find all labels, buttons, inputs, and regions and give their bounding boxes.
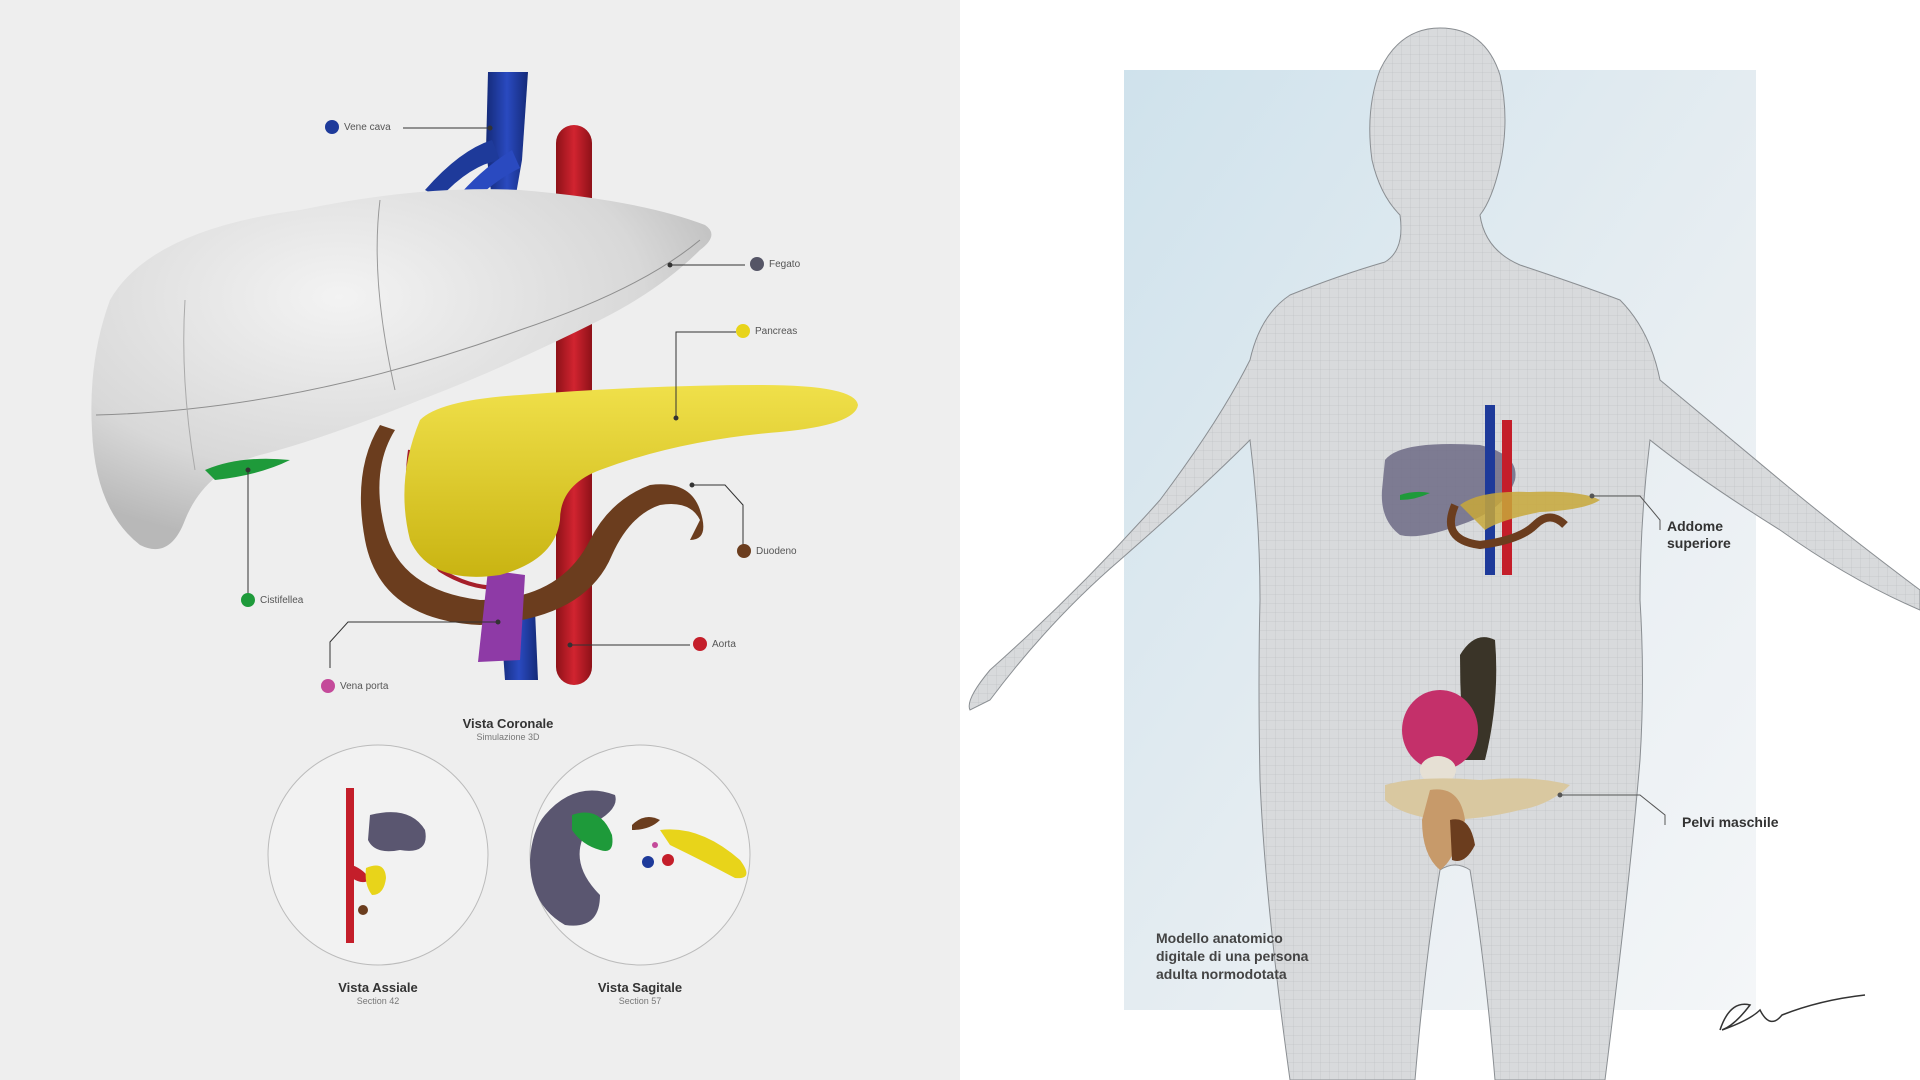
model-caption: Modello anatomico digitale di una person… bbox=[1156, 930, 1309, 982]
caption-coronal: Vista Coronale Simulazione 3D bbox=[463, 716, 554, 742]
dot-aorta bbox=[693, 637, 707, 651]
label-addome-superiore: Addome superiore bbox=[1667, 518, 1731, 551]
vena-porta bbox=[478, 570, 525, 662]
upper-abdomen-organs bbox=[1381, 405, 1600, 575]
coronal-title: Vista Coronale bbox=[462, 716, 554, 731]
label-duodeno: Duodeno bbox=[737, 544, 797, 558]
label-vene-cava: Vene cava bbox=[325, 120, 391, 134]
organ-illustration bbox=[91, 72, 858, 966]
dot-cistifellea bbox=[241, 593, 255, 607]
caption-axial: Vista Assiale Section 42 bbox=[338, 980, 418, 1006]
dot-duodeno bbox=[737, 544, 751, 558]
caption-sagittal: Vista Sagitale Section 57 bbox=[598, 980, 682, 1006]
wireframe-body bbox=[968, 27, 1920, 1080]
dot-pancreas bbox=[736, 324, 750, 338]
sagittal-section bbox=[529, 744, 751, 966]
sagittal-title: Vista Sagitale bbox=[597, 980, 683, 995]
label-vena-porta: Vena porta bbox=[321, 679, 388, 693]
axial-subtitle: Section 42 bbox=[356, 996, 400, 1006]
pelvis-organs bbox=[1385, 637, 1570, 870]
coronal-subtitle: Simulazione 3D bbox=[476, 732, 540, 742]
left-panel: Vene cava Fegato Pancreas Duodeno Cistif… bbox=[0, 0, 960, 1080]
dot-fegato bbox=[750, 257, 764, 271]
label-fegato: Fegato bbox=[750, 257, 800, 271]
liver bbox=[91, 189, 712, 550]
sagittal-subtitle: Section 57 bbox=[618, 996, 662, 1006]
signature bbox=[1719, 994, 1866, 1031]
label-pancreas: Pancreas bbox=[736, 324, 797, 338]
label-pelvi-maschile: Pelvi maschile bbox=[1682, 814, 1779, 830]
leader-lines bbox=[245, 125, 745, 668]
body-model bbox=[968, 27, 1920, 1080]
label-cistifellea: Cistifellea bbox=[241, 593, 303, 607]
right-leader-lines bbox=[1557, 493, 1666, 825]
pancreas bbox=[404, 385, 858, 577]
right-panel: Addome superiore Pelvi maschile Modello … bbox=[960, 0, 1920, 1080]
dot-vene-cava bbox=[325, 120, 339, 134]
dot-vena-porta bbox=[321, 679, 335, 693]
axial-section bbox=[267, 744, 489, 966]
axial-title: Vista Assiale bbox=[338, 980, 418, 995]
label-aorta: Aorta bbox=[693, 637, 736, 651]
